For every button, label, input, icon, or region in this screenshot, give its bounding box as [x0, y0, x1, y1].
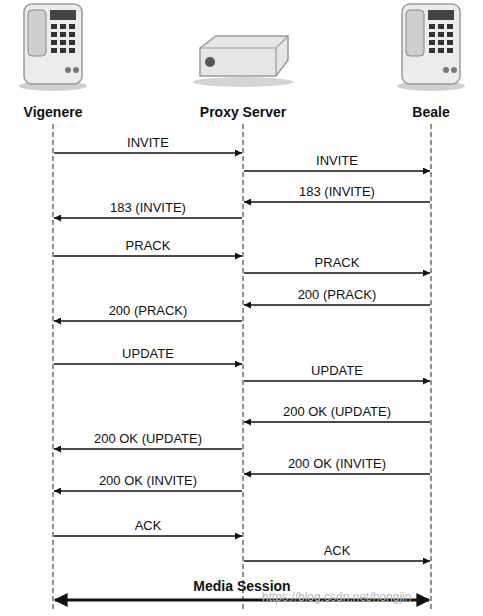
message-arrow: [244, 201, 430, 202]
message-arrow: [54, 217, 242, 218]
message-arrow: [54, 535, 242, 536]
message-label: 200 OK (INVITE): [288, 456, 386, 471]
lifeline: [243, 124, 244, 612]
connectors: [54, 153, 430, 600]
message-label: 200 (PRACK): [109, 303, 188, 318]
message-arrow: [244, 421, 430, 422]
participant-box: Proxy Server: [183, 30, 303, 122]
participant-name: Vigenere: [0, 104, 106, 120]
message-arrow: [244, 473, 430, 474]
message-label: PRACK: [126, 238, 171, 253]
message-arrow: [244, 272, 430, 273]
message-arrow: [244, 380, 430, 381]
message-label: INVITE: [127, 135, 169, 150]
message-label: ACK: [135, 518, 162, 533]
participant-name: Proxy Server: [183, 104, 303, 120]
message-arrow: [54, 320, 242, 321]
watermark: https://blog.csdn.net/hongjin: [262, 590, 411, 604]
phone-icon: [16, 0, 90, 92]
message-arrow: [54, 490, 242, 491]
participant-box: Vigenere: [0, 0, 106, 122]
message-label: UPDATE: [122, 346, 174, 361]
message-label: 183 (INVITE): [110, 200, 186, 215]
message-arrow: [54, 363, 242, 364]
message-arrow: [54, 152, 242, 153]
lifeline: [431, 124, 432, 612]
message-label: INVITE: [316, 153, 358, 168]
message-arrow: [244, 560, 430, 561]
message-arrow: [244, 304, 430, 305]
message-label: 200 (PRACK): [298, 287, 377, 302]
participant-box: Beale: [380, 0, 482, 122]
message-label: PRACK: [315, 255, 360, 270]
message-label: 200 OK (UPDATE): [94, 431, 202, 446]
lifelines: [53, 124, 431, 612]
lifeline: [53, 124, 54, 612]
message-arrow: [244, 170, 430, 171]
message-label: ACK: [324, 543, 351, 558]
message-label: UPDATE: [311, 363, 363, 378]
message-arrow: [54, 448, 242, 449]
participant-name: Beale: [380, 104, 482, 120]
message-label: 183 (INVITE): [299, 184, 375, 199]
server-icon: [188, 30, 298, 90]
phone-icon: [394, 0, 468, 92]
message-arrow: [54, 255, 242, 256]
message-label: 200 OK (INVITE): [99, 473, 197, 488]
message-label: 200 OK (UPDATE): [283, 404, 391, 419]
